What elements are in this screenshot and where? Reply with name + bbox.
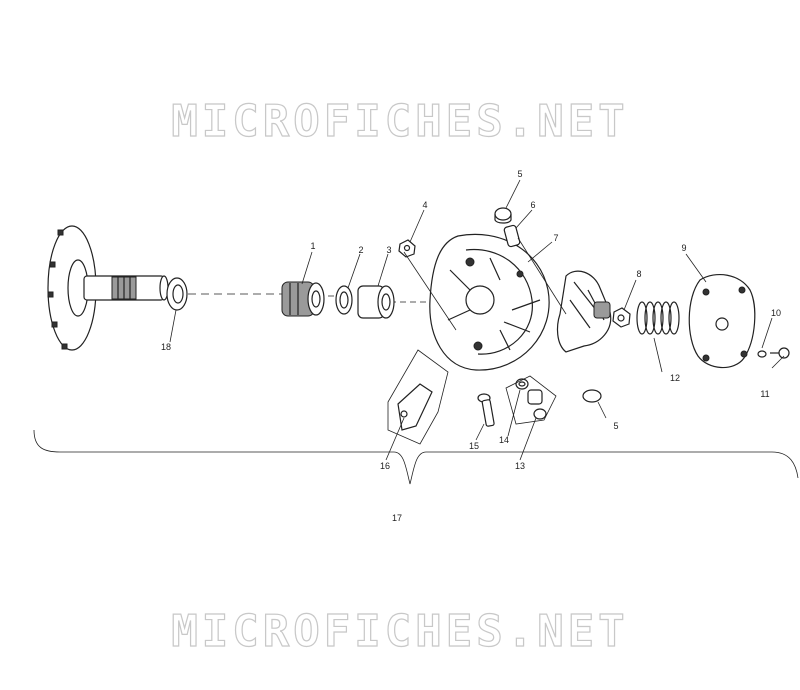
label-part-6: 6 xyxy=(530,200,536,210)
nut-part-8 xyxy=(612,307,631,328)
label-part-16: 16 xyxy=(379,461,391,471)
label-part-12: 12 xyxy=(669,373,681,383)
label-part-4: 4 xyxy=(422,200,428,210)
cover-plate-part-9 xyxy=(688,273,756,369)
label-part-15: 15 xyxy=(468,441,480,451)
spring-part-12 xyxy=(636,301,680,335)
label-part-10: 10 xyxy=(770,308,782,318)
label-part-14: 14 xyxy=(498,435,510,445)
moveable-sheave-part-7 xyxy=(429,233,550,371)
label-part-1: 1 xyxy=(310,241,316,251)
button-part-5-bottom xyxy=(582,389,602,403)
label-part-7: 7 xyxy=(553,233,559,243)
label-part-8: 8 xyxy=(636,269,642,279)
washer-part-10 xyxy=(757,350,767,358)
screw-part-15 xyxy=(477,393,495,427)
roller-part-13 xyxy=(515,378,529,390)
bushing-part-1 xyxy=(281,281,325,317)
label-part-11: 11 xyxy=(760,389,770,399)
pin-part-6 xyxy=(503,224,521,248)
button-part-5-top xyxy=(494,207,512,224)
label-part-5-top: 5 xyxy=(517,169,523,179)
watermark-top: MICROFICHES.NET xyxy=(171,95,629,147)
label-part-3: 3 xyxy=(386,245,392,255)
label-part-9: 9 xyxy=(681,243,687,253)
washer-part-18 xyxy=(166,277,188,311)
spider-assembly xyxy=(556,270,612,353)
bushing-part-14 xyxy=(527,389,547,420)
watermark-bottom: MICROFICHES.NET xyxy=(171,605,629,657)
label-part-5-bottom: 5 xyxy=(613,421,619,431)
washer-part-2 xyxy=(335,285,353,315)
shoe-part-16 xyxy=(387,349,449,445)
nut-part-4 xyxy=(398,239,416,258)
label-part-18: 18 xyxy=(160,342,172,352)
spacer-part-3 xyxy=(357,285,395,319)
label-part-2: 2 xyxy=(358,245,364,255)
screw-part-11 xyxy=(770,347,790,359)
label-part-13: 13 xyxy=(514,461,526,471)
label-part-17: 17 xyxy=(391,513,403,523)
sheave-shaft-part xyxy=(47,225,169,351)
leader-lines xyxy=(169,179,785,461)
